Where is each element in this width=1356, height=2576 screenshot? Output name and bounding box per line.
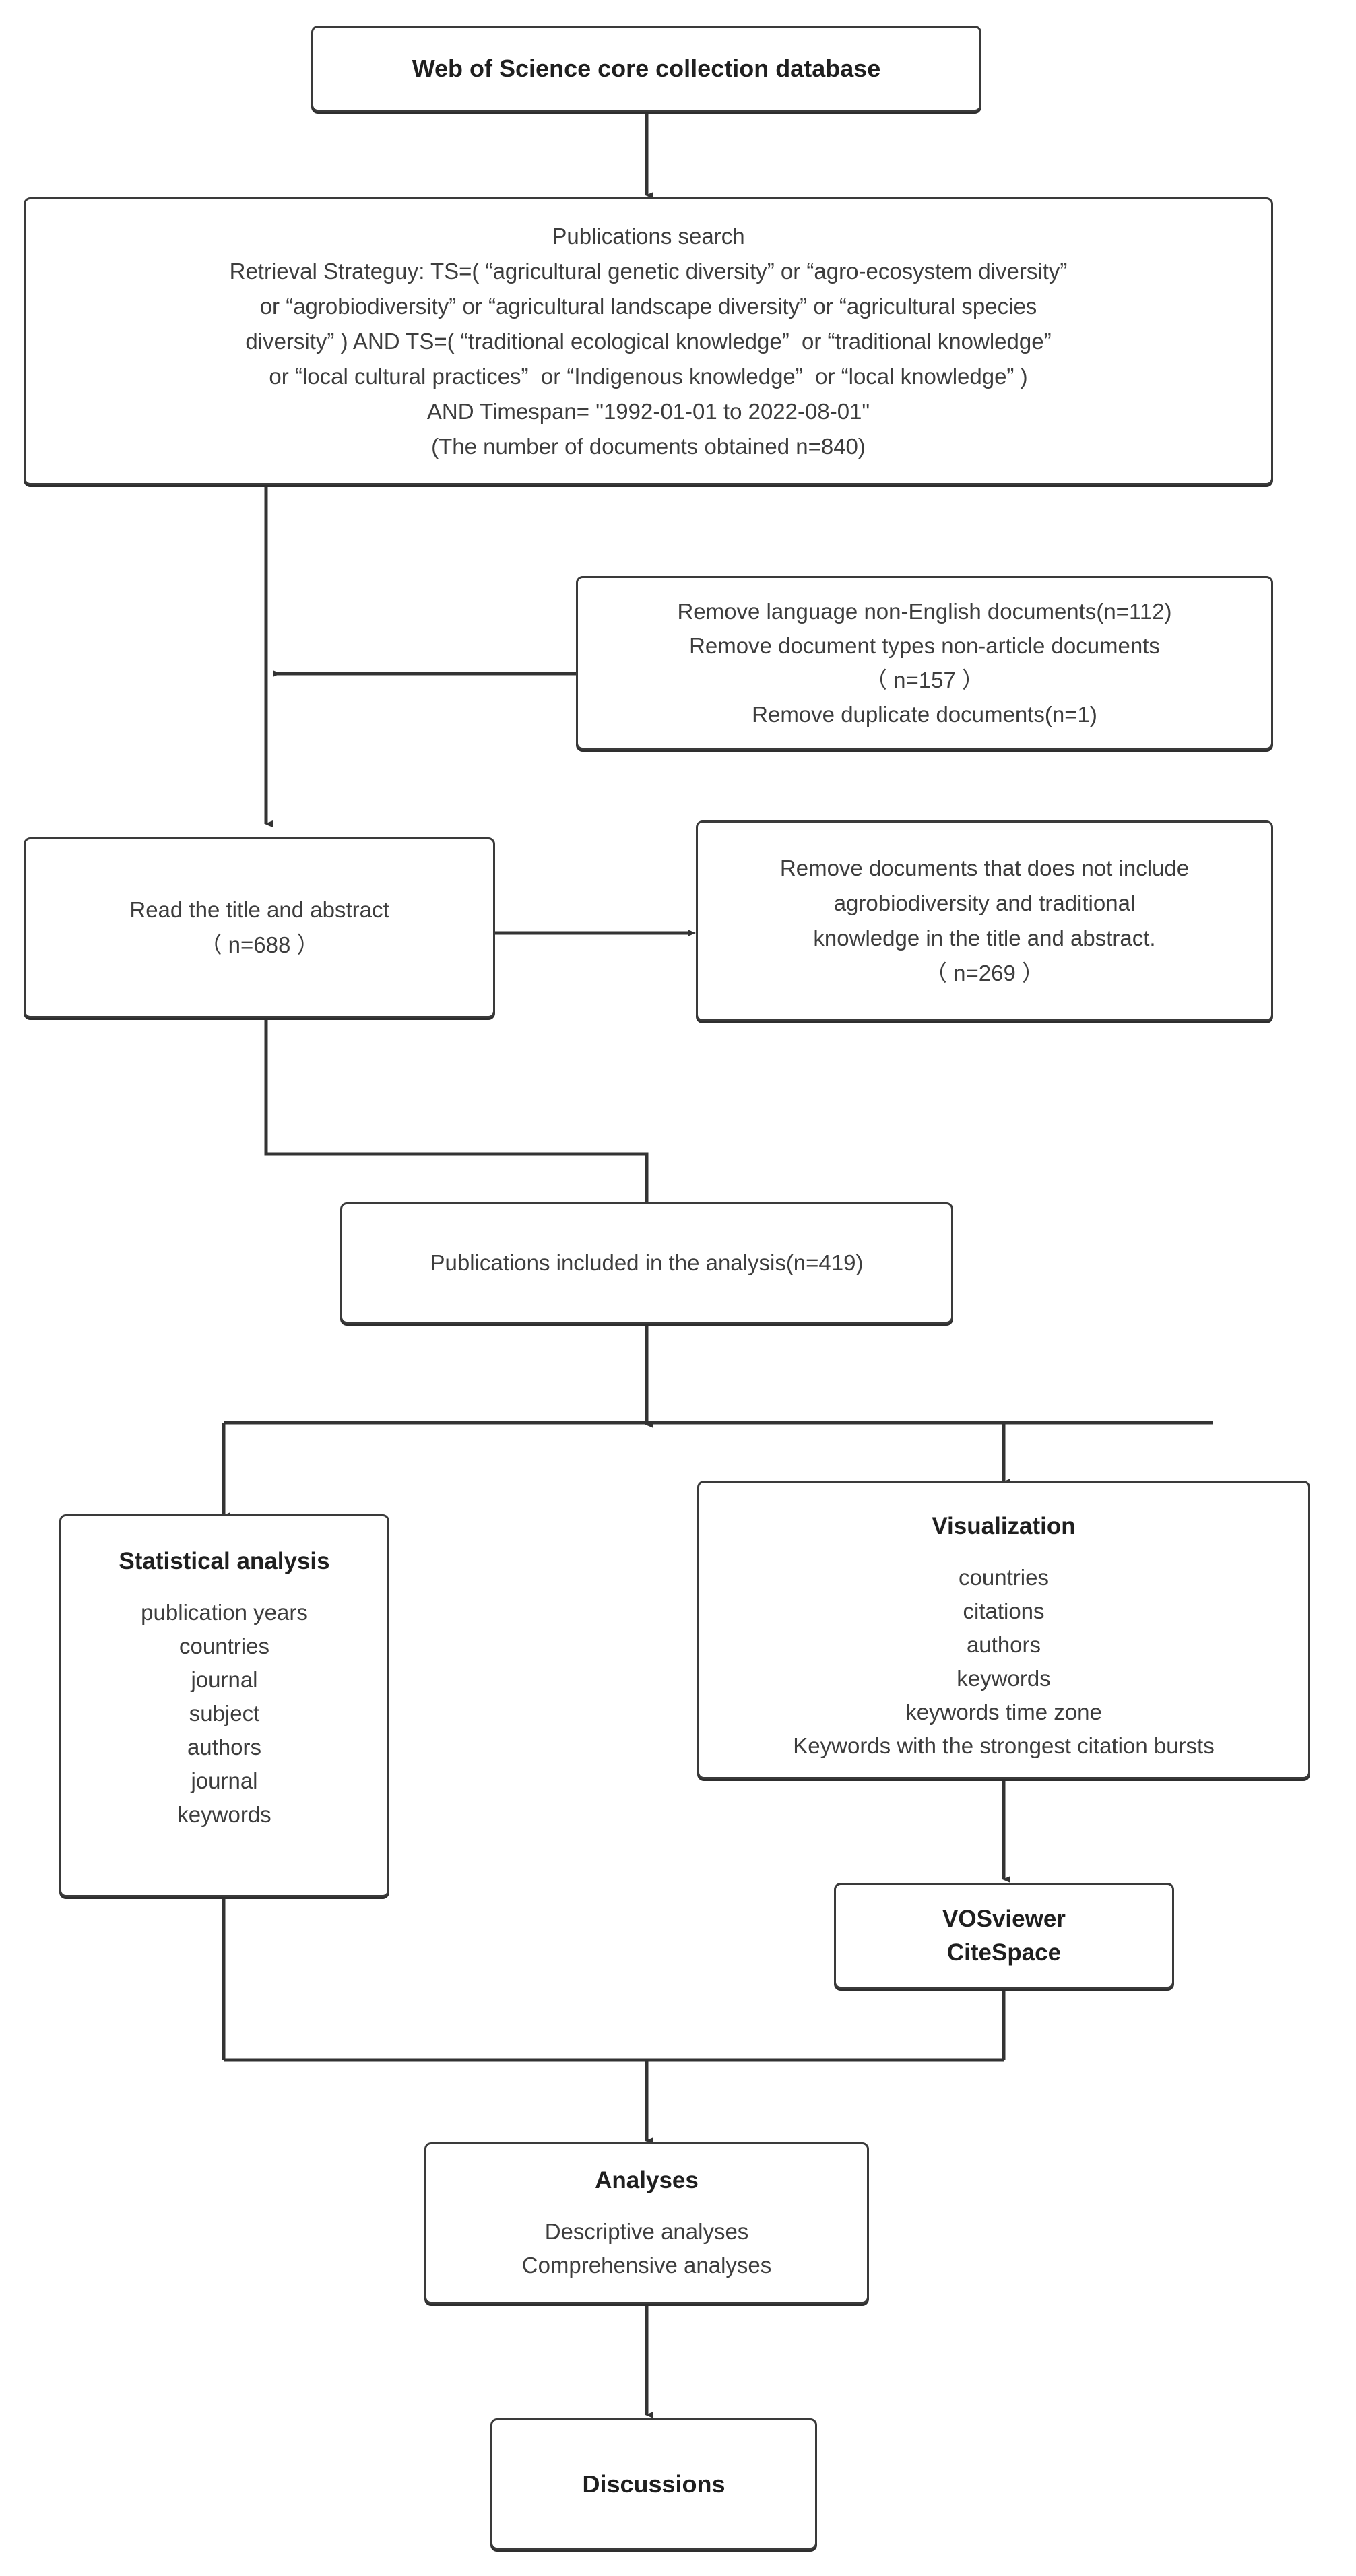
visualization-item-0: countries <box>959 1565 1049 1590</box>
statistical-item-3: subject <box>189 1701 260 1726</box>
discussions-label: Discussions <box>582 2470 725 2498</box>
search-line-6: (The number of documents obtained n=840) <box>431 433 866 459</box>
analyses-line-2: Comprehensive analyses <box>521 2253 772 2278</box>
node-tools-vosviewer-citespace[interactable]: VOSviewer CiteSpace <box>834 1883 1174 1989</box>
exclusion2-line-4: （ n=269 ） <box>924 961 1045 986</box>
statistical-item-6: keywords <box>177 1802 271 1827</box>
search-line-2: or “agrobiodiversity” or “agricultural l… <box>259 293 1037 319</box>
statistical-item-5: journal <box>191 1768 258 1793</box>
tools-line-1: VOSviewer <box>942 1905 1066 1932</box>
search-line-3: diversity” ) AND TS=( “traditional ecolo… <box>245 328 1052 354</box>
visualization-item-5: Keywords with the strongest citation bur… <box>793 1733 1215 1758</box>
analyses-line-1: Descriptive analyses <box>544 2219 749 2244</box>
tools-line-2: CiteSpace <box>946 1939 1062 1966</box>
node-discussions[interactable]: Discussions <box>490 2418 817 2550</box>
exclusion1-line-4: Remove duplicate documents(n=1) <box>752 702 1097 727</box>
exclusion1-line-2: Remove document types non-article docume… <box>689 633 1160 658</box>
screening-line-1: Read the title and abstract <box>129 897 389 922</box>
included-label: Publications included in the analysis(n=… <box>430 1250 864 1275</box>
node-publications-search[interactable]: Publications search Retrieval Strateguy:… <box>24 197 1273 485</box>
statistical-item-2: journal <box>191 1667 258 1692</box>
search-line-4: or “local cultural practices” or “Indige… <box>269 363 1028 389</box>
visualization-heading: Visualization <box>932 1513 1076 1539</box>
node-visualization[interactable]: Visualization countries citations author… <box>697 1481 1310 1779</box>
exclusion2-line-3: knowledge in the title and abstract. <box>813 926 1156 951</box>
visualization-item-2: authors <box>966 1632 1041 1657</box>
exclusion2-line-1: Remove documents that does not include <box>779 856 1190 880</box>
exclusion2-line-2: agrobiodiversity and traditional <box>833 891 1136 915</box>
exclusion1-line-1: Remove language non-English documents(n=… <box>677 599 1172 624</box>
statistical-item-4: authors <box>187 1735 262 1760</box>
search-line-1: Retrieval Strateguy: TS=( “agricultural … <box>229 258 1068 284</box>
search-heading: Publications search <box>552 223 745 249</box>
node-exclusion-not-relevant[interactable]: Remove documents that does not include a… <box>696 820 1273 1021</box>
node-publications-included[interactable]: Publications included in the analysis(n=… <box>340 1202 953 1324</box>
statistical-item-1: countries <box>179 1634 269 1659</box>
node-title-label: Web of Science core collection database <box>412 55 881 82</box>
node-web-of-science-database[interactable]: Web of Science core collection database <box>311 26 981 112</box>
node-statistical-analysis[interactable]: Statistical analysis publication years c… <box>59 1514 389 1897</box>
node-read-title-abstract[interactable]: Read the title and abstract （ n=688 ） <box>24 837 495 1018</box>
node-analyses[interactable]: Analyses Descriptive analyses Comprehens… <box>424 2142 869 2304</box>
exclusion1-line-3: （ n=157 ） <box>864 668 985 693</box>
visualization-item-1: citations <box>963 1599 1045 1623</box>
screening-line-2: （ n=688 ） <box>199 932 319 957</box>
node-exclusion-language-type-duplicate[interactable]: Remove language non-English documents(n=… <box>576 576 1273 750</box>
statistical-heading: Statistical analysis <box>119 1548 330 1574</box>
edge-screening-to-included <box>264 1017 653 1233</box>
analyses-heading: Analyses <box>595 2167 699 2193</box>
search-line-5: AND Timespan= "1992-01-01 to 2022-08-01" <box>426 398 870 424</box>
visualization-item-3: keywords <box>957 1666 1051 1691</box>
statistical-item-0: publication years <box>141 1600 308 1625</box>
visualization-item-4: keywords time zone <box>905 1700 1102 1725</box>
